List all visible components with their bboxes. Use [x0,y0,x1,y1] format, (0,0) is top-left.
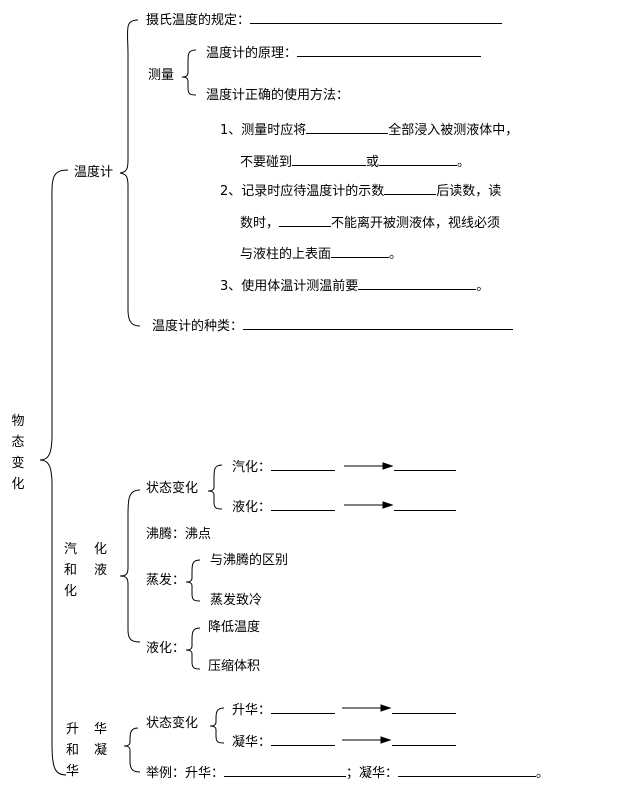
sublimation-brace [123,727,141,773]
liquefaction-brace [185,627,201,670]
answer-blank[interactable] [271,732,336,746]
boiling: 沸腾：沸点 [146,527,212,542]
thermometer-types: 温度计的种类： [152,316,514,335]
step-1-line-2: 不要碰到 或 。 [240,152,470,171]
answer-blank[interactable] [243,316,514,330]
celsius-label: 摄氏温度的规定： [146,13,251,28]
liquefy-row: 液化： [232,497,336,516]
arrow-icon [382,462,394,470]
step-text: 。 [389,247,403,262]
root-char: 物 [11,414,25,429]
vap-state-brace [207,464,223,510]
answer-blank[interactable] [358,276,477,290]
root-label: 物 态 变 化 [10,411,26,495]
answer-blank[interactable] [379,152,458,166]
step-text: 数时， [240,216,280,231]
step-text: 。 [457,155,471,170]
sub-char: 华 [94,722,108,737]
step-text: 2、记录时应待温度计的示数 [220,184,385,199]
root-char: 化 [11,477,25,492]
answer-blank[interactable] [271,457,336,471]
row-label: 汽化： [232,460,272,475]
vap-char: 化 [64,584,78,599]
arrow-icon [380,736,392,744]
root-char: 态 [11,435,25,450]
row-label: 升华： [232,703,272,718]
answer-blank[interactable] [394,457,456,471]
thermometer-label: 温度计 [74,165,114,180]
step-2-line-1: 2、记录时应待温度计的示数 后读数，读 [220,181,501,200]
step-text: 不能离开被测液体，视线必须 [331,216,501,231]
step-text: 1、测量时应将 [220,123,307,138]
answer-blank[interactable] [224,763,347,777]
usage-title: 温度计正确的使用方法： [206,88,350,103]
answer-blank[interactable] [392,700,456,714]
answer-blank[interactable] [394,497,456,511]
evaporation-brace [185,559,201,602]
arrow-icon [380,704,392,712]
example-label: 。 [536,766,550,781]
root-char: 变 [11,456,25,471]
thermometer-brace [119,19,141,327]
answer-blank[interactable] [271,497,336,511]
step-text: 后读数，读 [436,184,502,199]
vaporize-row: 汽化： [232,457,336,476]
liq-lower-temp: 降低温度 [208,620,261,635]
step-text: 或 [366,155,380,170]
sub-char: 凝 [94,743,108,758]
vap-state-change: 状态变化 [146,481,199,496]
arrow-icon [382,501,394,509]
step-2-line-3: 与液柱的上表面 。 [240,244,402,263]
vap-char: 和 [64,563,78,578]
sub-char: 和 [66,743,80,758]
vap-char: 液 [94,563,108,578]
sub-char: 华 [66,764,80,779]
evap-cooling: 蒸发致冷 [210,593,263,608]
evap-difference: 与沸腾的区别 [210,553,289,568]
types-label: 温度计的种类： [152,319,244,334]
step-3: 3、使用体温计测温前要 。 [220,276,489,295]
step-text: 全部浸入被测液体中， [388,123,519,138]
liquefaction-label: 液化： [146,641,186,656]
answer-blank[interactable] [250,10,503,24]
measure-label: 测量 [148,68,175,83]
principle-label: 温度计的原理： [206,46,298,61]
sub-state-change: 状态变化 [146,716,199,731]
sublimation-example: 举例：升华： ；凝华： 。 [146,763,549,782]
answer-blank[interactable] [279,213,332,227]
liq-compress: 压缩体积 [208,659,261,674]
answer-blank[interactable] [271,700,336,714]
sub-state-brace [209,707,225,744]
step-1-line-1: 1、测量时应将 全部浸入被测液体中， [220,120,518,139]
step-text: 。 [476,279,490,294]
sublime-row: 升华： [232,700,336,719]
step-text: 与液柱的上表面 [240,247,332,262]
sub-char: 升 [66,722,80,737]
root-brace [39,169,69,776]
answer-blank[interactable] [292,152,367,166]
step-text: 不要碰到 [240,155,293,170]
measure-brace [181,49,197,96]
example-label: 举例：升华： [146,766,225,781]
vap-char: 化 [94,542,108,557]
celsius-definition: 摄氏温度的规定： [146,10,503,29]
principle-row: 温度计的原理： [206,43,482,62]
evaporation-label: 蒸发： [146,573,186,588]
answer-blank[interactable] [392,732,456,746]
vaporization-brace [119,489,141,643]
answer-blank[interactable] [297,43,482,57]
step-2-line-2: 数时， 不能离开被测液体，视线必须 [240,213,500,232]
row-label: 液化： [232,500,272,515]
deposit-row: 凝华： [232,732,336,751]
answer-blank[interactable] [398,763,537,777]
answer-blank[interactable] [306,120,389,134]
example-label: ；凝华： [346,766,399,781]
vap-char: 汽 [64,542,78,557]
step-text: 3、使用体温计测温前要 [220,279,359,294]
answer-blank[interactable] [331,244,390,258]
answer-blank[interactable] [384,181,437,195]
row-label: 凝华： [232,735,272,750]
